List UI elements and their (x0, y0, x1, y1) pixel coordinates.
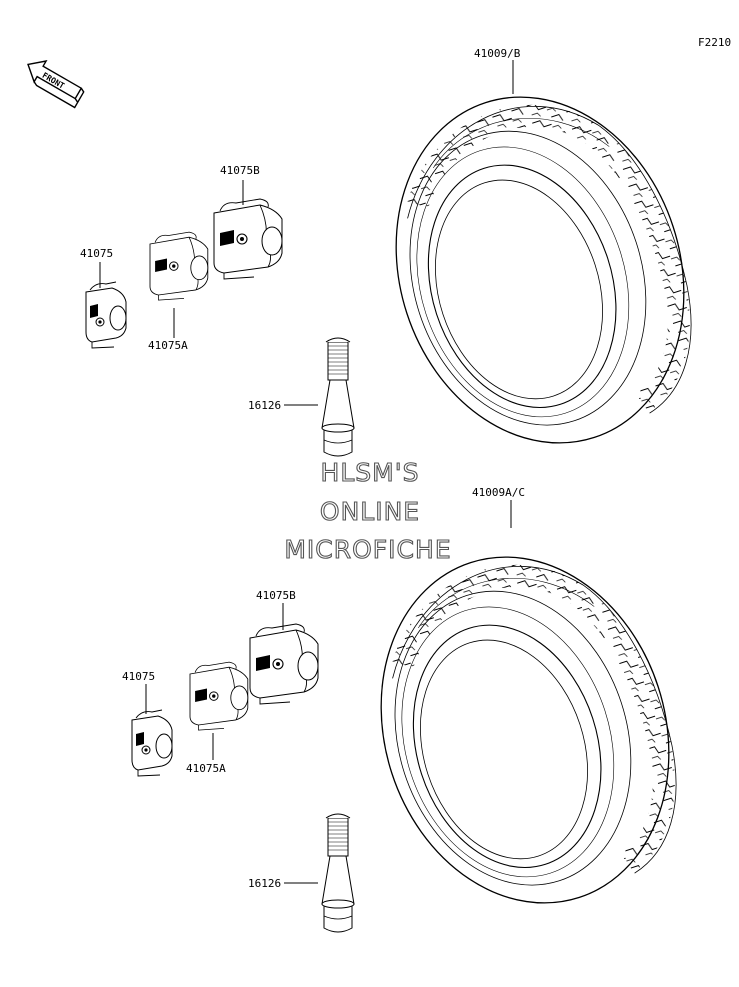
balance-weight-a-lower[interactable] (189, 661, 249, 731)
label-tire-upper[interactable]: 41009/B (474, 47, 521, 60)
label-tire-lower[interactable]: 41009A/C (472, 486, 525, 499)
balance-weight-b-upper[interactable] (213, 198, 283, 280)
balance-weight-lower[interactable] (131, 709, 173, 777)
label-weight-a-lower[interactable]: 41075A (186, 762, 226, 775)
valve-stem-lower[interactable] (321, 813, 355, 933)
watermark-line-3: MICROFICHE (284, 535, 451, 564)
label-valve-upper[interactable]: 16126 (248, 399, 281, 412)
balance-weight-upper[interactable] (85, 281, 127, 349)
tire-upper[interactable] (352, 59, 727, 480)
balance-weight-b-lower[interactable] (249, 623, 319, 705)
label-weight-lower[interactable]: 41075 (122, 670, 155, 683)
label-weight-b-upper[interactable]: 41075B (220, 164, 260, 177)
balance-weight-a-upper[interactable] (149, 231, 209, 301)
label-weight-b-lower[interactable]: 41075B (256, 589, 296, 602)
watermark-line-2: ONLINE (320, 497, 420, 526)
figure-code: F2210 (698, 36, 731, 49)
valve-stem-upper[interactable] (321, 337, 355, 457)
watermark: HLSM'S ONLINE MICROFICHE (284, 457, 451, 564)
label-valve-lower[interactable]: 16126 (248, 877, 281, 890)
label-weight-a-upper[interactable]: 41075A (148, 339, 188, 352)
tire-lower[interactable] (337, 519, 712, 940)
watermark-line-1: HLSM'S (321, 458, 420, 487)
front-arrow-icon: FRONT (27, 60, 85, 109)
label-weight-upper[interactable]: 41075 (80, 247, 113, 260)
